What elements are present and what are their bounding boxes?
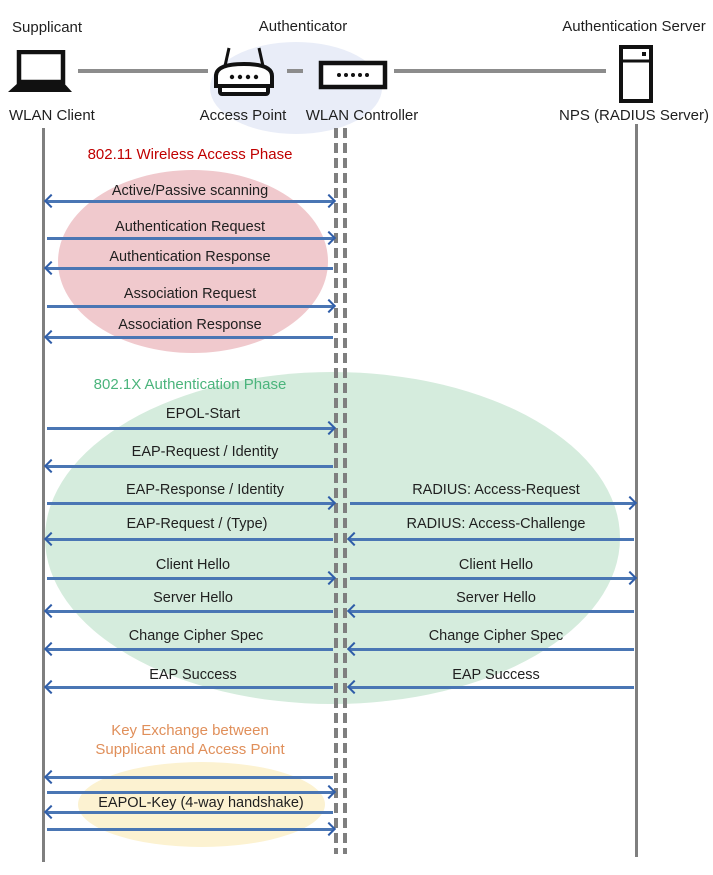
arrow-eap-success-right bbox=[346, 679, 636, 695]
message-label-authentication-request: Authentication Request bbox=[115, 219, 265, 235]
arrow-radius-access-challenge bbox=[346, 531, 636, 547]
message-label-eap-response-identity: EAP-Response / Identity bbox=[126, 482, 284, 498]
message-label-eap-request-type: EAP-Request / (Type) bbox=[126, 516, 268, 532]
message-label-authentication-response: Authentication Response bbox=[109, 249, 271, 265]
arrow-eap-response-identity bbox=[45, 495, 337, 511]
arrow-server-hello-right bbox=[346, 603, 636, 619]
arrow-association-response bbox=[43, 329, 335, 345]
arrow-change-cipher-spec-right bbox=[346, 641, 636, 657]
lifeline-wlan-controller-dashed-2 bbox=[343, 128, 347, 854]
message-label-server-hello-right: Server Hello bbox=[456, 590, 536, 606]
lifeline-wlan-client bbox=[42, 128, 45, 862]
message-label-change-cipher-spec-right: Change Cipher Spec bbox=[428, 628, 564, 644]
message-label-client-hello-left: Client Hello bbox=[155, 557, 231, 573]
message-label-epol-start: EPOL-Start bbox=[165, 406, 241, 422]
device-label-wlan-client: WLAN Client bbox=[9, 107, 95, 124]
device-label-access-point: Access Point bbox=[199, 107, 287, 124]
message-label-eapol-key: EAPOL-Key (4-way handshake) bbox=[98, 795, 304, 811]
role-authentication-server: Authentication Server bbox=[562, 18, 706, 35]
controller-box-icon bbox=[318, 60, 388, 90]
message-label-eap-success-right: EAP Success bbox=[452, 667, 540, 683]
message-label-active-passive-scanning: Active/Passive scanning bbox=[111, 183, 269, 199]
arrow-radius-access-request bbox=[348, 495, 638, 511]
message-label-change-cipher-spec-left: Change Cipher Spec bbox=[128, 628, 264, 644]
message-label-association-response: Association Response bbox=[118, 317, 262, 333]
arrow-eap-request-type bbox=[43, 531, 335, 547]
device-connector-dash bbox=[287, 69, 303, 73]
arrow-active-passive-scanning bbox=[43, 193, 337, 209]
message-label-association-request: Association Request bbox=[123, 286, 257, 302]
role-authenticator: Authenticator bbox=[258, 18, 348, 35]
phase-title-wireless-access: 802.11 Wireless Access Phase bbox=[87, 146, 293, 163]
phase-title-key-exchange-line2: Supplicant and Access Point bbox=[95, 741, 285, 758]
arrow-server-hello-left bbox=[43, 603, 335, 619]
server-tower-icon bbox=[618, 44, 654, 104]
wireless-router-icon bbox=[212, 46, 276, 96]
laptop-icon bbox=[8, 49, 72, 94]
arrow-eap-success-left bbox=[43, 679, 335, 695]
lifeline-wlan-controller-dashed-1 bbox=[334, 128, 338, 854]
message-label-eap-request-identity: EAP-Request / Identity bbox=[131, 444, 279, 460]
arrow-eapol-key-2 bbox=[45, 784, 337, 800]
arrow-epol-start bbox=[45, 420, 337, 436]
arrow-association-request bbox=[45, 298, 337, 314]
arrow-eapol-key-3 bbox=[43, 804, 335, 820]
arrow-client-hello-right bbox=[348, 570, 638, 586]
device-connector-segment bbox=[394, 69, 606, 73]
role-supplicant: Supplicant bbox=[12, 19, 83, 36]
arrow-eap-request-identity bbox=[43, 458, 335, 474]
lifeline-nps bbox=[635, 124, 638, 857]
message-label-client-hello-right: Client Hello bbox=[458, 557, 534, 573]
arrow-change-cipher-spec-left bbox=[43, 641, 335, 657]
arrow-client-hello-left bbox=[45, 570, 337, 586]
phase-title-key-exchange-line1: Key Exchange between bbox=[111, 722, 269, 739]
device-label-nps: NPS (RADIUS Server) bbox=[558, 107, 710, 124]
message-label-eap-success-left: EAP Success bbox=[149, 667, 237, 683]
device-label-wlan-controller: WLAN Controller bbox=[305, 107, 419, 124]
arrow-eapol-key-4 bbox=[45, 821, 337, 837]
phase-title-authentication: 802.1X Authentication Phase bbox=[93, 376, 287, 393]
message-label-radius-access-challenge: RADIUS: Access-Challenge bbox=[406, 516, 586, 532]
message-label-server-hello-left: Server Hello bbox=[153, 590, 233, 606]
device-connector-segment bbox=[78, 69, 208, 73]
arrow-eapol-key-1 bbox=[43, 769, 335, 785]
arrow-authentication-response bbox=[43, 260, 335, 276]
message-label-radius-access-request: RADIUS: Access-Request bbox=[412, 482, 580, 498]
arrow-authentication-request bbox=[45, 230, 337, 246]
